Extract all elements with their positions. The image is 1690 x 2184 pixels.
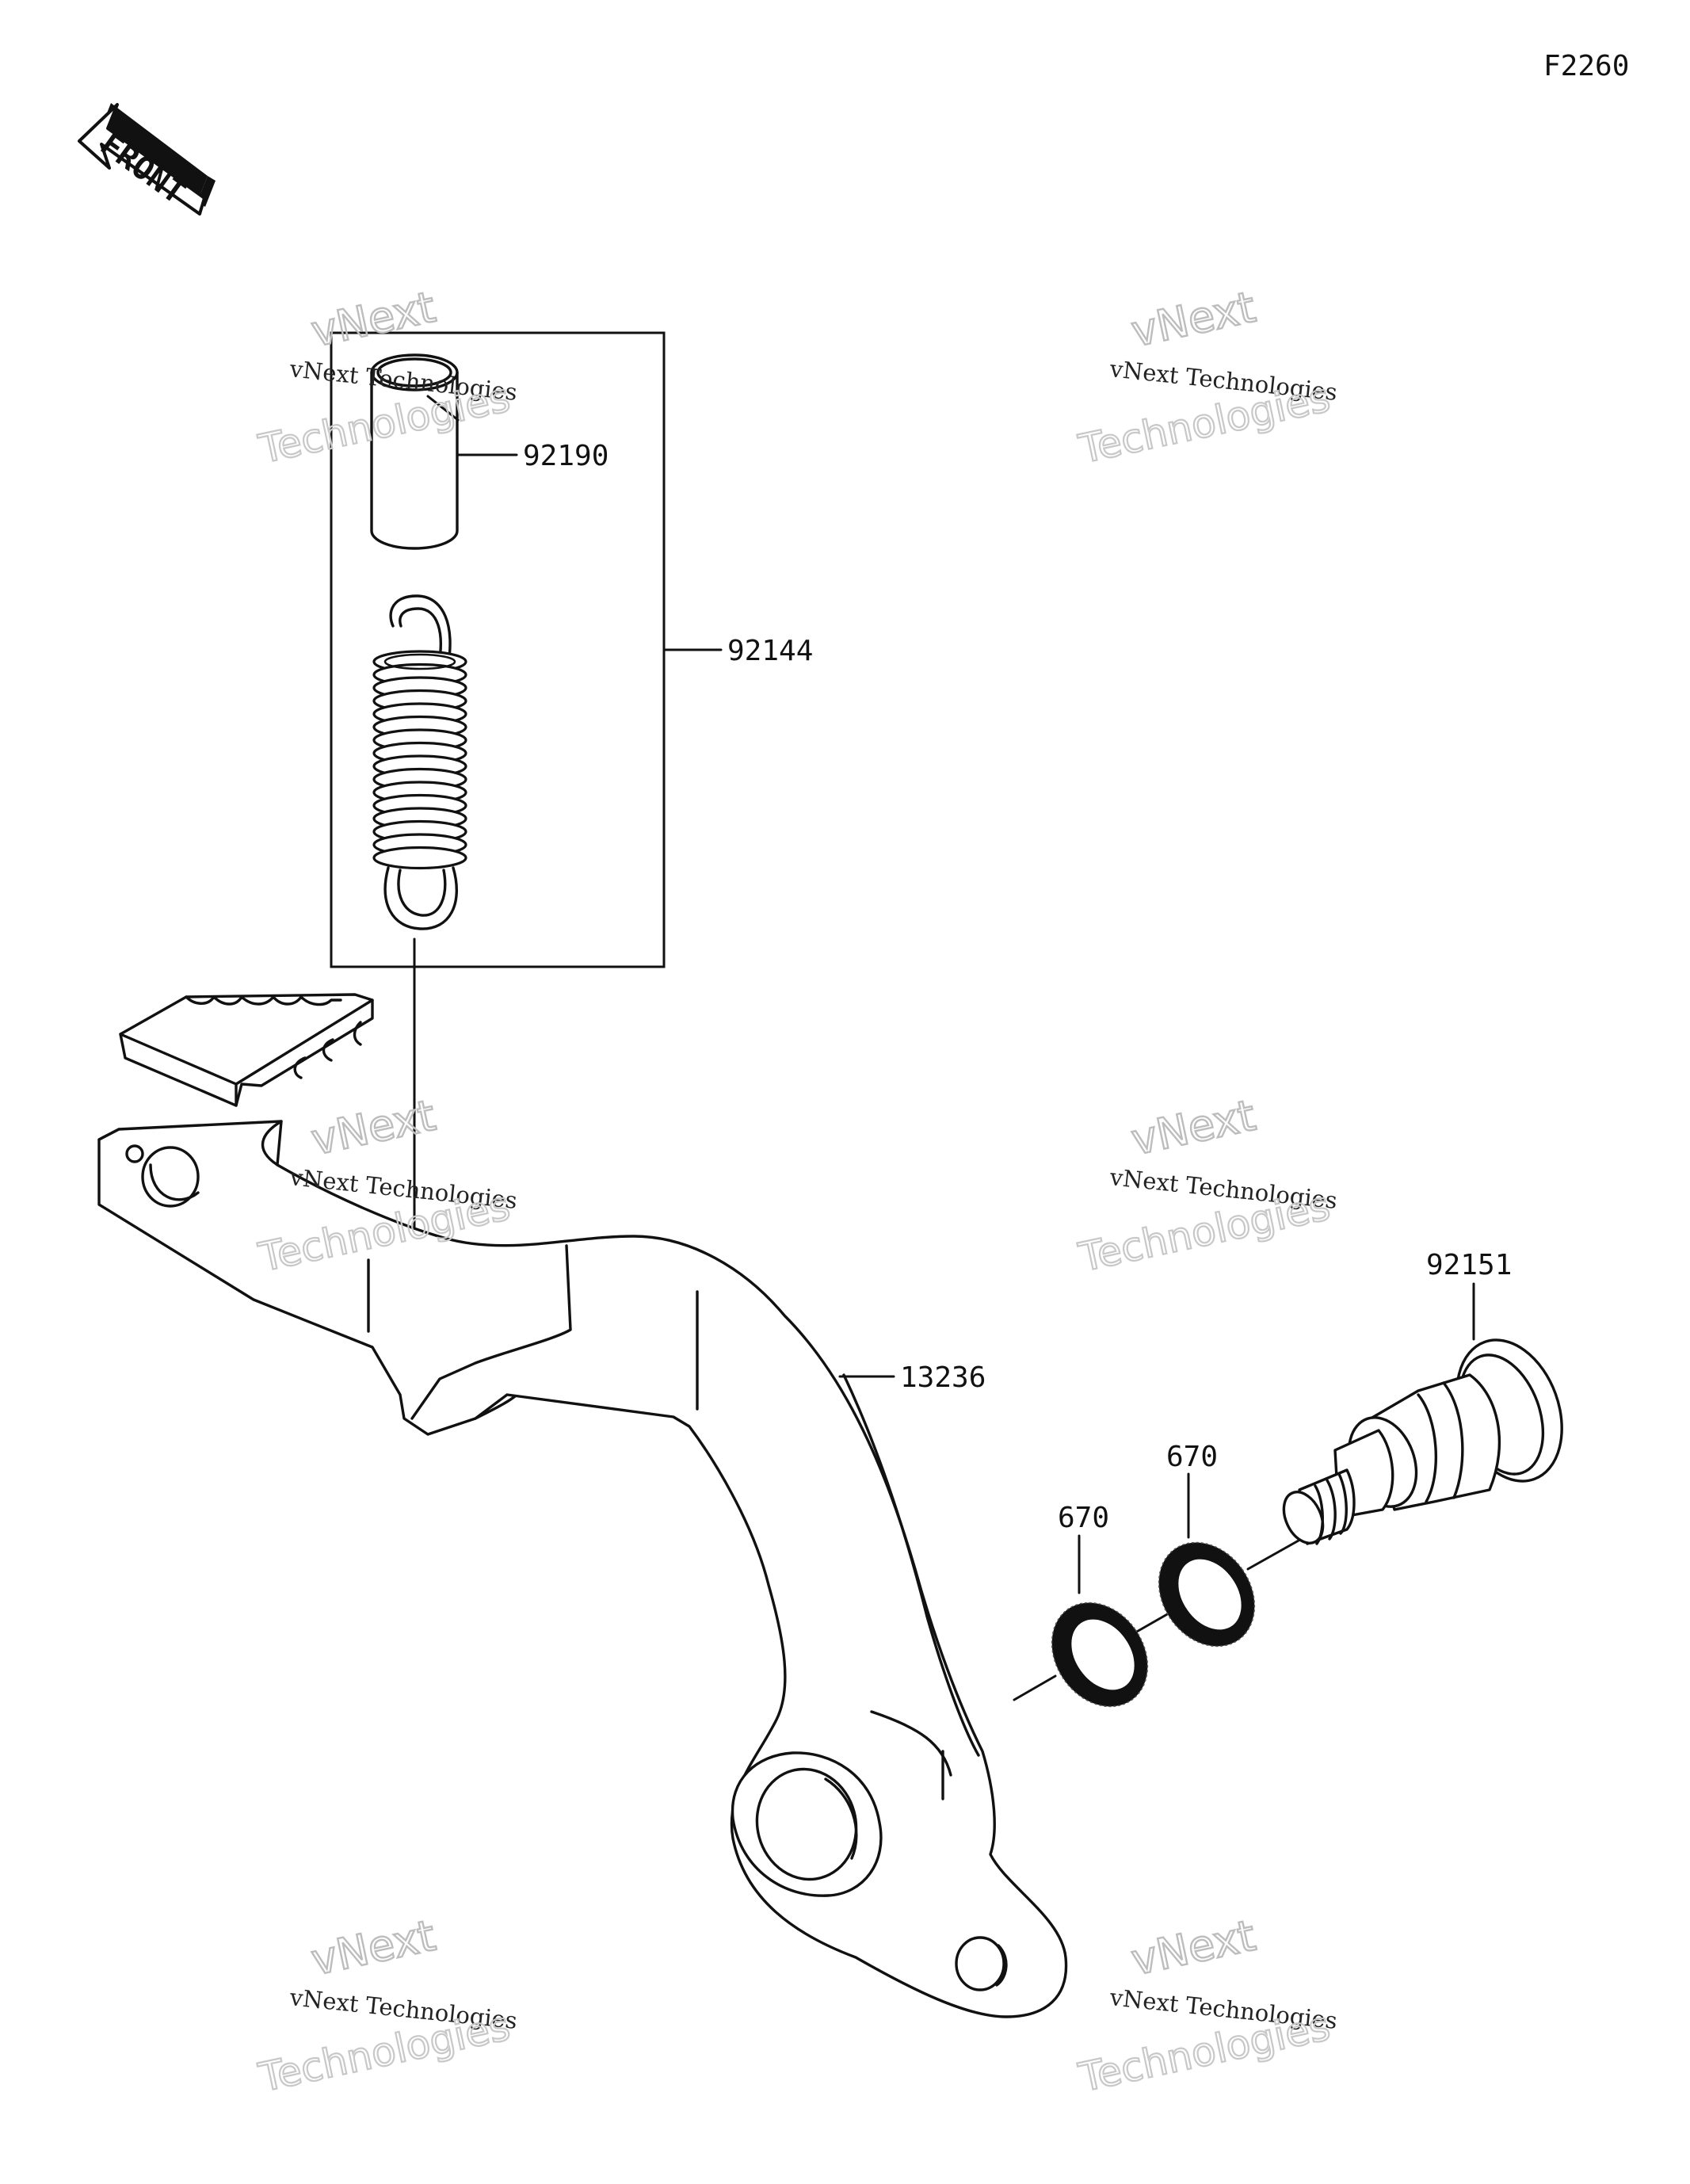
part-label-670-left: 670 (1058, 1502, 1109, 1534)
watermark-mid-right: vNext vNext Technologies Technologies (1074, 1089, 1338, 1281)
front-arrow-icon: FRONT (78, 103, 216, 216)
part-label-92151: 92151 (1426, 1249, 1512, 1281)
axis-line-mid (1134, 1612, 1170, 1634)
part-label-92144: 92144 (727, 635, 813, 667)
pivot-bolt-92151 (1282, 1338, 1563, 1545)
collar-92190 (370, 353, 460, 550)
brake-pedal-13236 (97, 993, 1068, 2018)
part-label-92190: 92190 (523, 440, 608, 472)
spring-coil-inner (383, 653, 456, 670)
part-label-670-right: 670 (1166, 1441, 1218, 1473)
watermark-bottom-left: vNext vNext Technologies Technologies (254, 1909, 518, 2102)
svg-text:vNext: vNext (1127, 1911, 1259, 1985)
svg-text:vNext: vNext (307, 1911, 439, 1985)
svg-text:vNext: vNext (1127, 1090, 1259, 1165)
axis-line-left (1013, 1674, 1057, 1701)
spring-92144 (372, 594, 467, 930)
svg-text:vNext: vNext (307, 1090, 439, 1165)
watermark-top-right: vNext vNext Technologies Technologies (1074, 281, 1338, 473)
diagram-code: F2260 (1543, 50, 1629, 82)
watermark-top-left: vNext vNext Technologies Technologies (254, 281, 518, 473)
spring-coil (372, 846, 467, 870)
part-label-13236: 13236 (900, 1361, 986, 1394)
svg-text:vNext: vNext (307, 282, 439, 357)
svg-text:vNext: vNext (1127, 282, 1259, 357)
seal-670-left (1051, 1602, 1149, 1708)
seal-670-right (1158, 1541, 1256, 1648)
watermark-bottom-right: vNext vNext Technologies Technologies (1074, 1909, 1338, 2102)
